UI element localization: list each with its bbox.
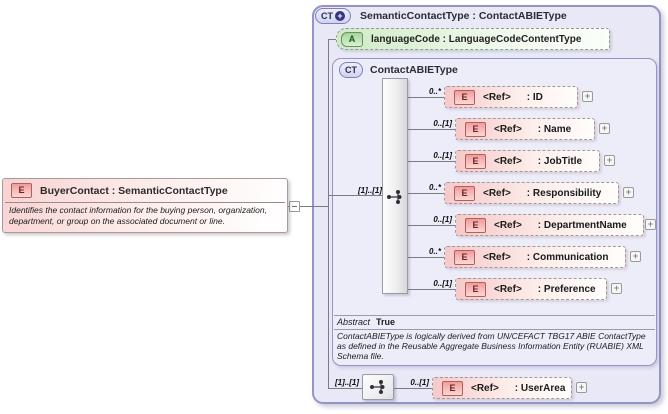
expand-icon[interactable]: + bbox=[611, 283, 622, 294]
attribute-label: languageCode : LanguageCodeContentType bbox=[371, 33, 582, 45]
expand-icon[interactable]: + bbox=[630, 251, 641, 262]
divider bbox=[334, 329, 655, 330]
element-icon: E bbox=[465, 153, 486, 169]
element-icon: E bbox=[11, 183, 32, 198]
element-ref: <Ref> bbox=[494, 219, 522, 231]
sequence-cardinality: [1]..[1] bbox=[335, 378, 359, 387]
panel-header: CT+ SemanticContactType : ContactABIETyp… bbox=[315, 8, 567, 24]
sequence-cardinality: [1]..[1] bbox=[358, 186, 382, 195]
element-icon: E bbox=[465, 281, 486, 297]
cardinality-label: 0..* bbox=[428, 247, 441, 256]
element-ref: <Ref> bbox=[494, 283, 522, 295]
element-ref-communication[interactable]: E <Ref> : Communication bbox=[444, 246, 628, 270]
connector-trunk-line bbox=[328, 39, 329, 388]
sequence-icon bbox=[370, 380, 385, 394]
child-connector-line bbox=[408, 129, 455, 130]
expand-icon[interactable]: + bbox=[576, 382, 587, 393]
element-ref-userarea[interactable]: E <Ref> : UserArea bbox=[432, 377, 572, 399]
cardinality-label: 0..[1] bbox=[433, 215, 452, 224]
element-name: : ID bbox=[526, 91, 543, 103]
collapse-toggle[interactable] bbox=[289, 201, 300, 212]
element-icon: E bbox=[454, 89, 475, 105]
connector-sequence-line bbox=[328, 195, 384, 196]
element-name: : UserArea bbox=[514, 382, 566, 394]
element-ref: <Ref> bbox=[471, 382, 499, 394]
child-connector-line bbox=[408, 97, 444, 98]
cardinality-label: 0..* bbox=[428, 183, 441, 192]
child-connector-line bbox=[408, 257, 444, 258]
element-icon: E bbox=[465, 217, 486, 233]
element-ref: <Ref> bbox=[494, 155, 522, 167]
cardinality-label: 0..[1] bbox=[433, 119, 452, 128]
divider bbox=[5, 202, 285, 203]
connector-attribute-line bbox=[328, 39, 336, 40]
child-connector-line bbox=[408, 161, 455, 162]
cardinality-label: 0..[1] bbox=[433, 279, 452, 288]
element-icon: E bbox=[454, 249, 475, 265]
element-annotation: Identifies the contact information for t… bbox=[9, 205, 267, 226]
element-name: : Preference bbox=[537, 283, 596, 295]
expand-icon[interactable]: + bbox=[599, 123, 610, 134]
divider bbox=[334, 315, 655, 316]
cardinality-label: 0..[1] bbox=[433, 151, 452, 160]
element-ref-name[interactable]: E <Ref> : Name bbox=[455, 118, 595, 140]
cardinality-label: 0..[1] bbox=[410, 378, 429, 387]
element-ref-departmentname[interactable]: E <Ref> : DepartmentName bbox=[455, 214, 644, 236]
element-name: : JobTitle bbox=[537, 155, 583, 167]
connector-line bbox=[288, 206, 328, 207]
element-icon: E bbox=[454, 185, 475, 201]
sequence-bar[interactable] bbox=[382, 78, 408, 294]
expand-icon[interactable]: + bbox=[582, 91, 593, 102]
element-title: BuyerContact : SemanticContactType bbox=[40, 184, 228, 197]
complex-type-icon: CT bbox=[339, 62, 363, 78]
expand-icon[interactable]: + bbox=[623, 187, 634, 198]
element-ref: <Ref> bbox=[483, 187, 511, 199]
contact-abie-type-title: ContactABIEType bbox=[370, 64, 458, 76]
derived-plus-icon: + bbox=[335, 11, 345, 21]
child-connector-line bbox=[394, 388, 432, 389]
element-name: : Name bbox=[537, 123, 572, 135]
complex-type-icon: CT+ bbox=[315, 8, 351, 24]
attribute-icon: A bbox=[341, 31, 363, 47]
element-ref: <Ref> bbox=[483, 251, 511, 263]
element-ref-jobtitle[interactable]: E <Ref> : JobTitle bbox=[455, 150, 600, 172]
expand-icon[interactable]: + bbox=[645, 219, 656, 230]
element-ref: <Ref> bbox=[483, 91, 511, 103]
element-ref-responsibility[interactable]: E <Ref> : Responsibility bbox=[444, 182, 621, 206]
contact-abie-type-annotation: ContactABIEType is logically derived fro… bbox=[337, 331, 646, 361]
cardinality-label: 0..* bbox=[428, 87, 441, 96]
element-ref-id[interactable]: E <Ref> : ID bbox=[444, 86, 580, 110]
element-name: : Communication bbox=[526, 251, 609, 263]
element-buyercontact[interactable]: E BuyerContact : SemanticContactType Ide… bbox=[2, 178, 288, 233]
contact-abie-type-header: CT ContactABIEType bbox=[339, 62, 458, 78]
panel-title: SemanticContactType : ContactABIEType bbox=[360, 10, 567, 22]
element-ref: <Ref> bbox=[494, 123, 522, 135]
element-name: : DepartmentName bbox=[537, 219, 627, 231]
element-ref-preference[interactable]: E <Ref> : Preference bbox=[455, 278, 607, 300]
child-connector-line bbox=[408, 289, 455, 290]
element-icon: E bbox=[442, 380, 463, 396]
child-connector-line bbox=[408, 225, 455, 226]
element-icon: E bbox=[465, 121, 486, 137]
connector-footer-line bbox=[328, 388, 362, 389]
ct-label: CT bbox=[345, 65, 357, 75]
minus-icon bbox=[292, 206, 297, 207]
sequence-group[interactable] bbox=[362, 374, 394, 400]
expand-icon[interactable]: + bbox=[604, 155, 615, 166]
attribute-languagecode[interactable]: A languageCode : LanguageCodeContentType bbox=[336, 28, 610, 50]
sequence-icon bbox=[387, 190, 402, 204]
child-connector-line bbox=[408, 193, 444, 194]
abstract-label: Abstract bbox=[337, 317, 371, 327]
element-name: : Responsibility bbox=[526, 187, 602, 199]
ct-label: CT bbox=[321, 11, 333, 21]
abstract-value: True bbox=[376, 317, 396, 327]
